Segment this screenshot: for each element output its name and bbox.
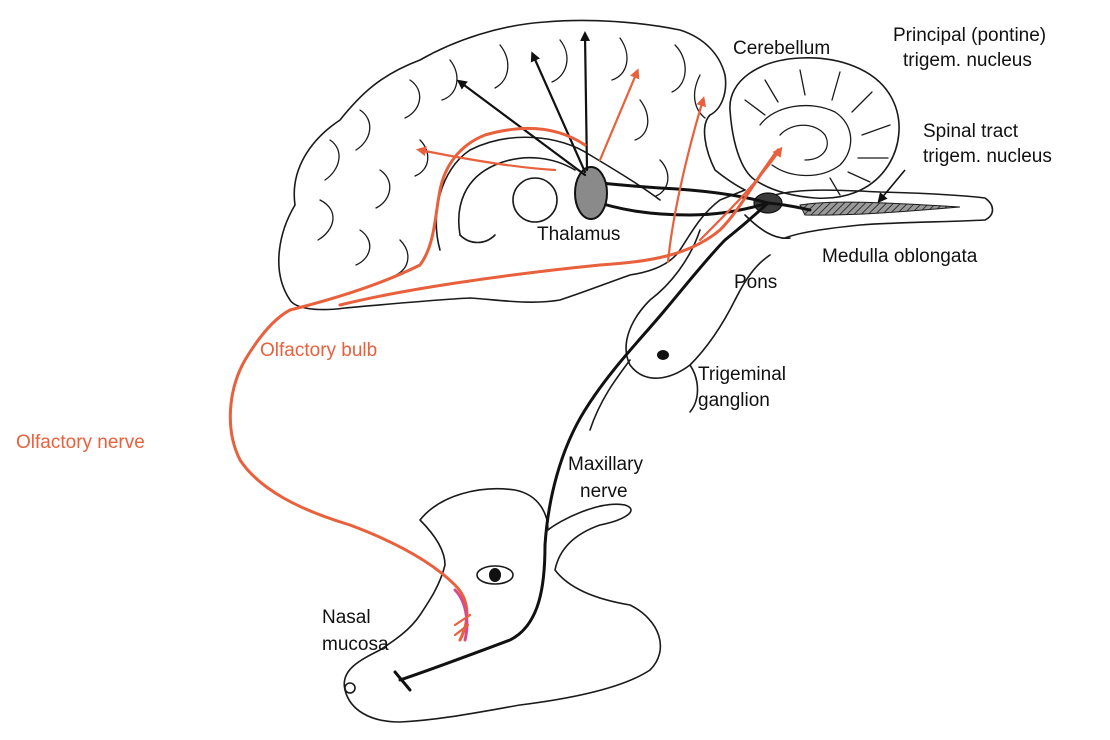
label-olfactory-bulb: Olfactory bulb	[260, 340, 377, 361]
label-nasal-line2: mucosa	[322, 634, 389, 655]
label-cerebellum: Cerebellum	[733, 38, 830, 59]
label-trigeminal-line2: ganglion	[698, 390, 770, 411]
label-spinal-line1: Spinal tract	[923, 121, 1019, 142]
label-medulla: Medulla oblongata	[822, 246, 978, 267]
nasal-cavity	[344, 360, 697, 722]
label-trigeminal-line1: Trigeminal	[698, 364, 786, 385]
label-principal-line2: trigem. nucleus	[903, 50, 1032, 71]
label-olfactory-nerve: Olfactory nerve	[16, 432, 145, 453]
spinal-tract-pointer	[880, 170, 905, 200]
label-maxillary-line1: Maxillary	[568, 454, 643, 475]
cerebrum	[279, 20, 790, 378]
label-spinal-line2: trigem. nucleus	[923, 146, 1052, 167]
label-thalamus: Thalamus	[537, 224, 620, 245]
medulla-oblongata	[754, 190, 993, 238]
cerebellum	[730, 58, 899, 198]
thalamus-nucleus	[575, 167, 607, 219]
label-principal-line1: Principal (pontine)	[893, 25, 1046, 46]
trigeminal-ganglion-marker	[657, 350, 669, 360]
label-pons: Pons	[734, 272, 777, 293]
labels: Cerebellum Principal (pontine) trigem. n…	[16, 25, 1052, 655]
label-maxillary-line2: nerve	[580, 481, 628, 502]
spinal-trigeminal-nucleus	[800, 202, 960, 215]
label-nasal-line1: Nasal	[322, 607, 371, 628]
